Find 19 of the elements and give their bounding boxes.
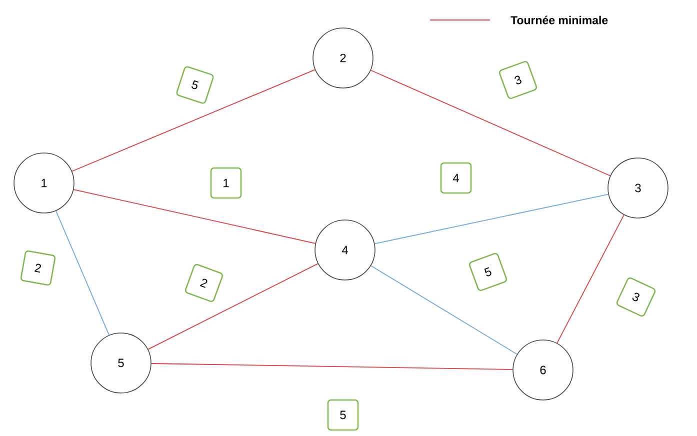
edge-label: 4 [440, 162, 472, 194]
edge-line [370, 265, 518, 355]
edge-label: 1 [210, 167, 242, 199]
edge-line [556, 214, 624, 344]
edge-line [370, 70, 611, 176]
edge-line [56, 210, 110, 336]
edge-label: 5 [176, 66, 214, 104]
edge-line [148, 263, 318, 350]
legend-text: Tournée minimale [510, 16, 608, 24]
edge-line [150, 363, 514, 370]
edge-label: 3 [616, 277, 656, 317]
edge-label: 5 [468, 252, 508, 292]
edge-label: 3 [498, 60, 538, 100]
edge-label: 2 [20, 250, 56, 286]
edge-label: 5 [327, 399, 359, 431]
edge-line [72, 69, 316, 172]
edge-label: 2 [184, 264, 224, 302]
edge-line [374, 194, 609, 244]
edge-line [73, 189, 316, 244]
